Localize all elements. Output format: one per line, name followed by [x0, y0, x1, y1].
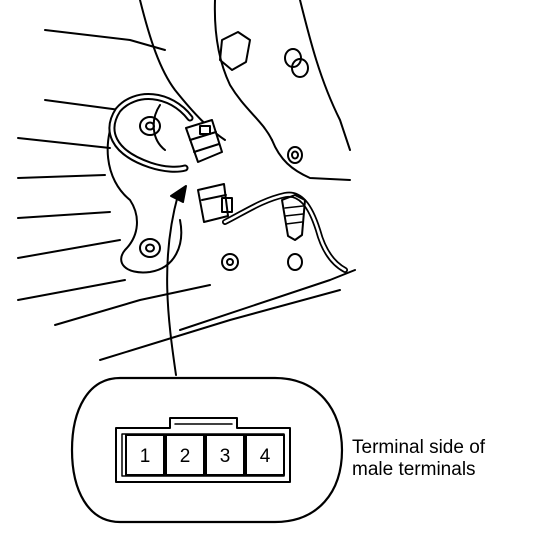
terminal-number-4: 4 [260, 446, 271, 467]
terminal-cell-1 [125, 434, 165, 476]
bolt-lower-left [139, 238, 161, 258]
female-connector [197, 183, 233, 223]
terminal-side-label-line1: Terminal side of [352, 437, 486, 458]
terminal-cell-4 [245, 434, 285, 476]
callout-enclosure [70, 376, 344, 524]
terminal-side-label-line2: male terminals [352, 459, 476, 480]
bolt-mid-right [287, 146, 303, 164]
terminal-number-3: 3 [220, 446, 231, 467]
wire-harness [108, 93, 348, 273]
terminal-cells [125, 434, 285, 476]
bolt-lower-mid [221, 253, 239, 271]
terminal-cell-2 [165, 434, 205, 476]
body-panel [17, 0, 356, 361]
terminal-number-1: 1 [140, 446, 151, 467]
bolt-lower-right [287, 253, 303, 271]
mounting-bracket [106, 104, 183, 274]
terminal-side-label: Terminal side of male terminals [352, 437, 552, 481]
terminal-number-2: 2 [180, 446, 191, 467]
bolt-top-right [284, 48, 309, 78]
terminal-cell-3 [205, 434, 245, 476]
arrow-head-icon [170, 185, 187, 203]
male-connector [185, 119, 223, 163]
bolt-upper-left [139, 116, 161, 136]
terminal-numbers: 1 2 3 4 [140, 446, 271, 467]
leader-line [166, 194, 179, 376]
sensor-boot [281, 194, 306, 241]
wire-clip [219, 31, 251, 71]
